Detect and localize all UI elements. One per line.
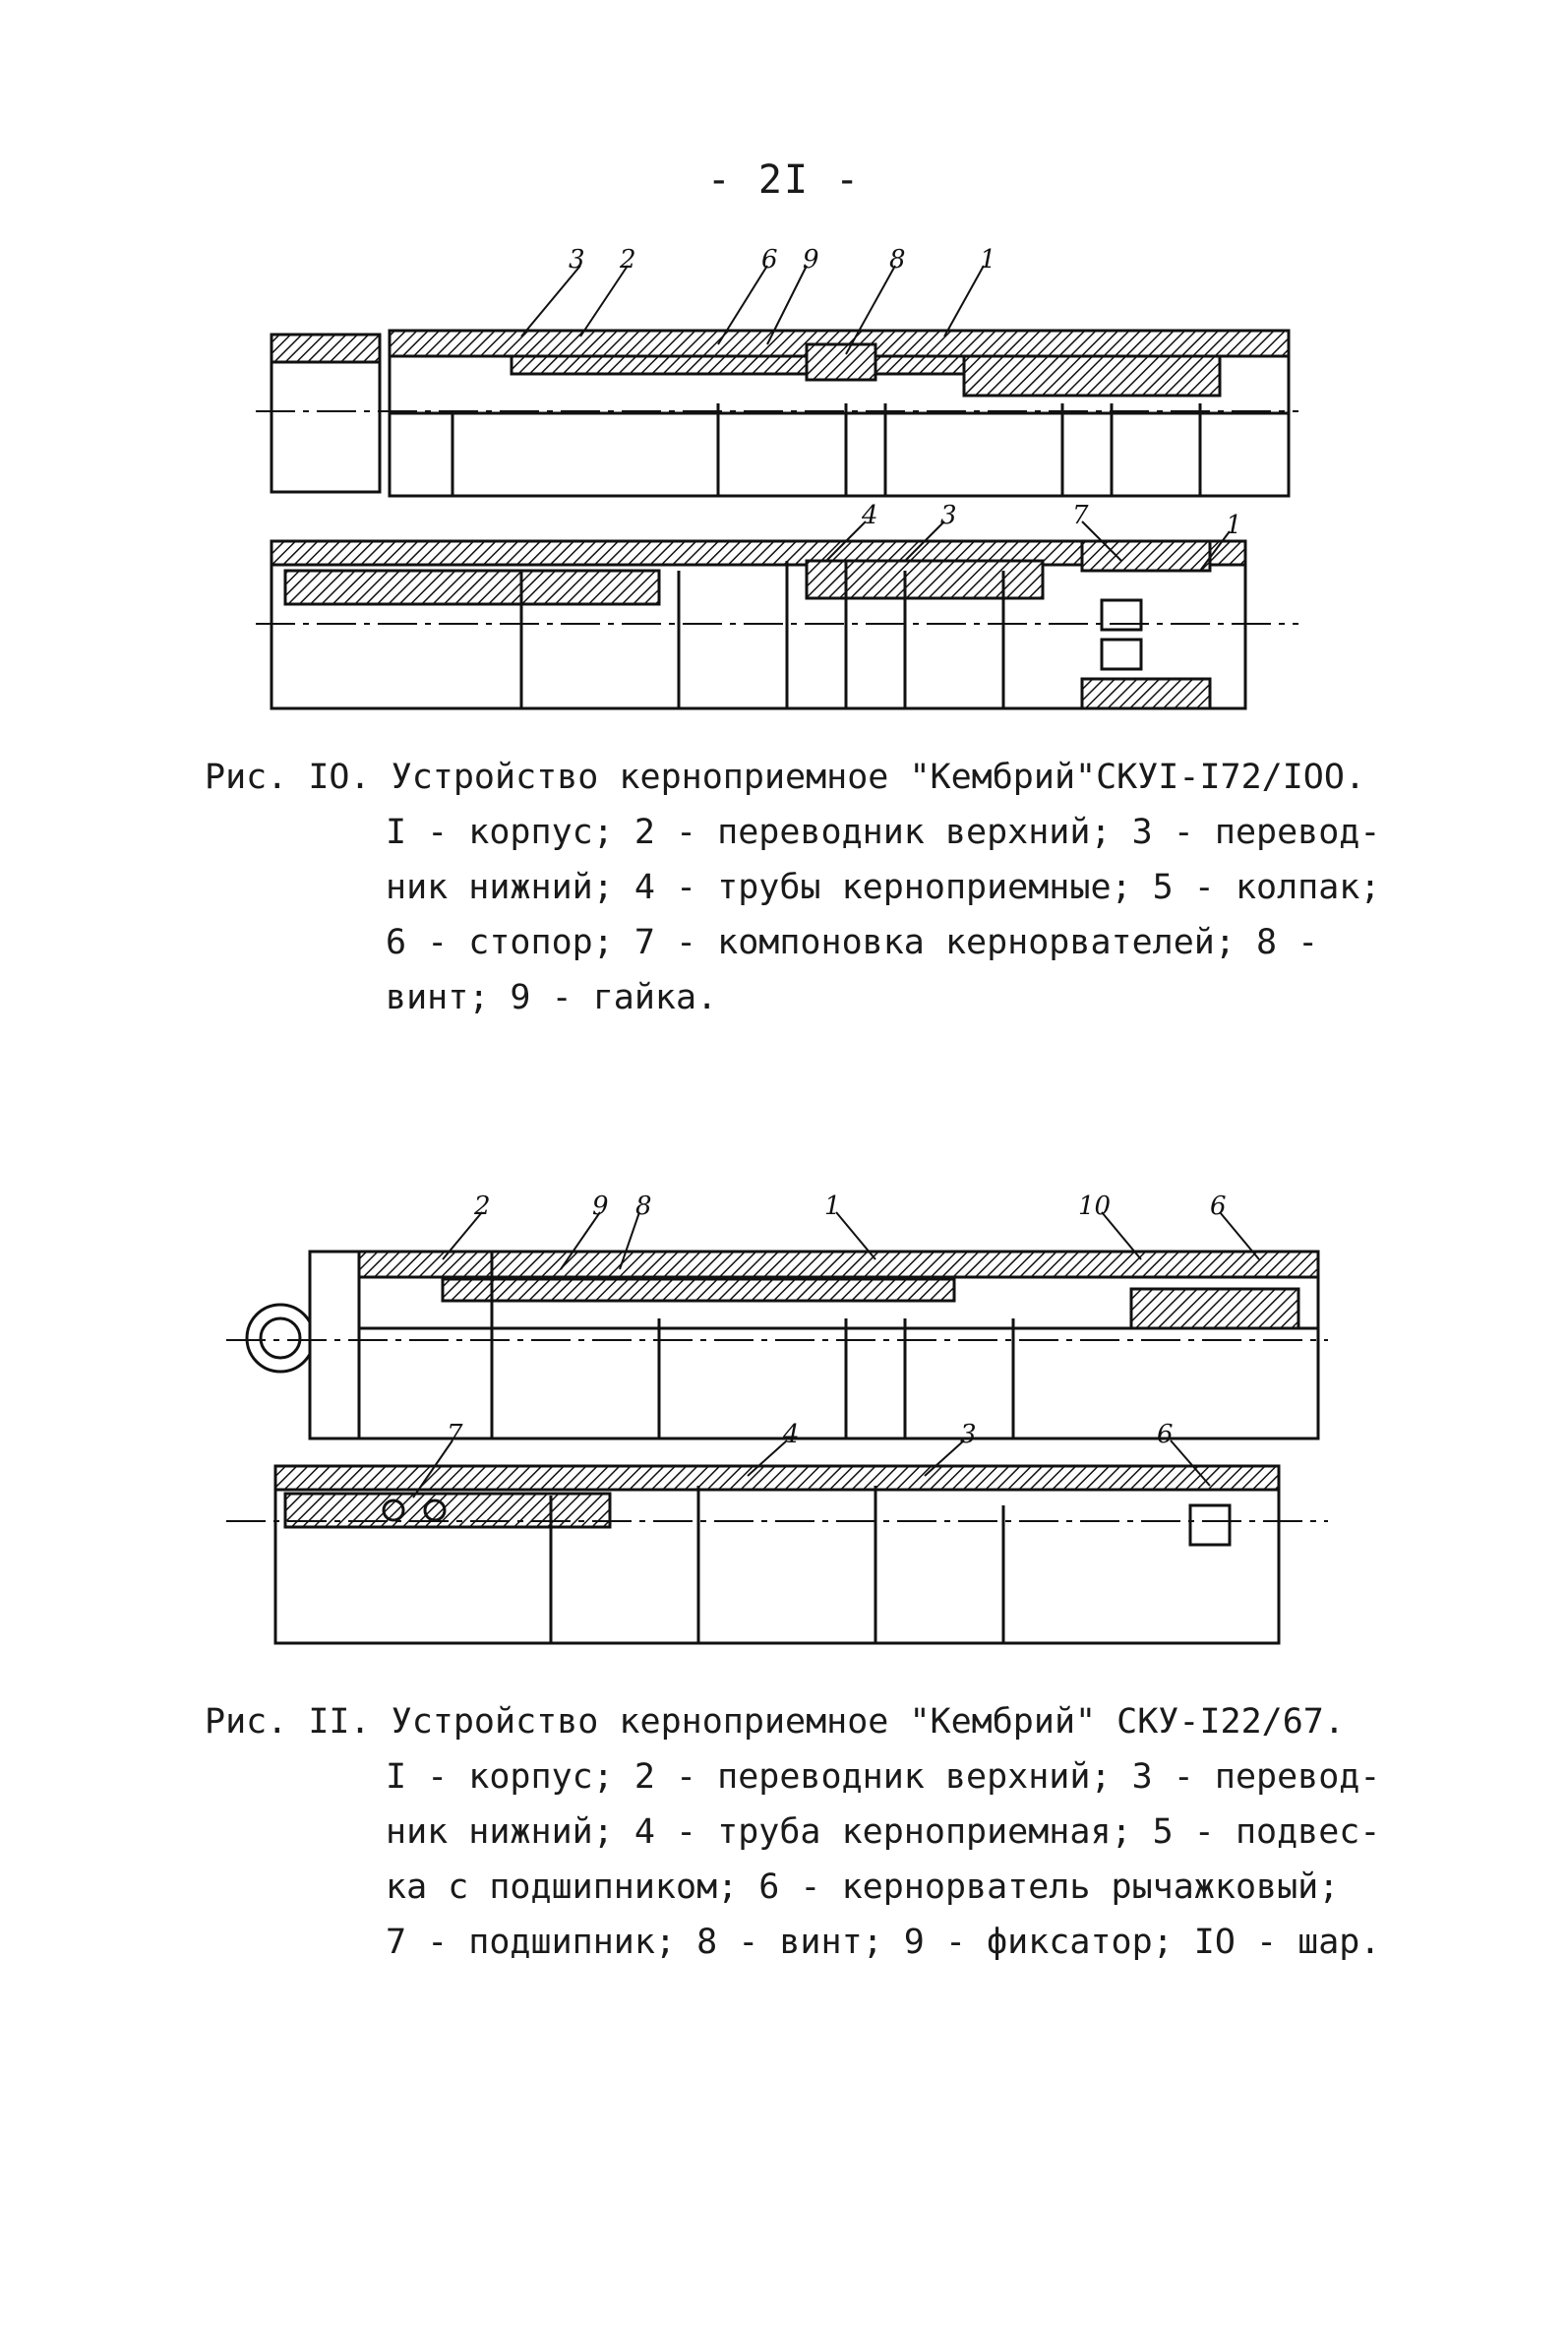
figure-10-callouts-bottom	[825, 520, 1231, 572]
callout-6: 6	[1210, 1192, 1227, 1221]
caption-line: винт; 9 - гайка.	[386, 978, 718, 1017]
figure-11-drawing: 2 9 8 1 10 6 7 4 3 6	[226, 1192, 1328, 1645]
callout-1: 1	[980, 246, 996, 275]
page-number: - 2I -	[706, 157, 862, 203]
callout-9: 9	[803, 246, 819, 275]
caption-line: ник нижний; 4 - трубы кернопpиемные; 5 -…	[386, 868, 1381, 907]
figure-10-callouts-top	[520, 265, 985, 355]
callout-2: 2	[619, 246, 636, 275]
callout-1: 1	[1226, 511, 1242, 540]
caption-line: Рис. IO. Устройство кернопpиемное "Кембр…	[205, 758, 1366, 797]
callout-7: 7	[1072, 501, 1089, 530]
callout-6: 6	[761, 246, 778, 275]
figure-11-upper-assembly	[226, 1250, 1328, 1440]
callout-8: 8	[635, 1192, 652, 1221]
figure-11-callouts-bottom	[412, 1439, 1211, 1499]
callout-3: 3	[940, 501, 957, 530]
caption-line: ка с подшипником; 6 - кернорватель рычаж…	[386, 1867, 1340, 1907]
caption-line: Рис. II. Устройство кернопpиемное "Кембр…	[205, 1702, 1345, 1742]
callout-9: 9	[592, 1192, 609, 1221]
caption-line: I - корпус; 2 - переводник верхний; 3 - …	[386, 1757, 1381, 1797]
callout-7: 7	[447, 1420, 463, 1449]
caption-line: ник нижний; 4 - труба кернопpиемная; 5 -…	[386, 1812, 1381, 1852]
callout-10: 10	[1078, 1192, 1111, 1221]
callout-1: 1	[824, 1192, 841, 1221]
callout-8: 8	[889, 246, 906, 275]
figure-10-lower-assembly	[256, 539, 1298, 710]
figure-10-upper-assembly	[256, 329, 1298, 498]
callout-4: 4	[782, 1420, 800, 1449]
callout-2: 2	[473, 1192, 491, 1221]
callout-6: 6	[1157, 1420, 1174, 1449]
figure-11-caption: Рис. II. Устройство кернопpиемное "Кембр…	[205, 1694, 1385, 1970]
callout-4: 4	[861, 501, 878, 530]
caption-line: 7 - подшипник; 8 - винт; 9 - фиксатор; I…	[386, 1923, 1381, 1962]
callout-3: 3	[569, 246, 585, 275]
caption-line: 6 - стопор; 7 - компоновка кернорвателей…	[386, 923, 1319, 962]
callout-3: 3	[960, 1420, 977, 1449]
caption-line: I - корпус; 2 - переводник верхний; 3 - …	[386, 813, 1381, 852]
figure-11-lower-assembly	[226, 1464, 1328, 1645]
figure-11-callouts-top	[442, 1211, 1260, 1270]
figure-10-caption: Рис. IO. Устройство кернопpиемное "Кембр…	[205, 750, 1385, 1025]
figure-10-drawing: 3 2 6 9 8 1 4 3 7 1	[256, 246, 1298, 710]
